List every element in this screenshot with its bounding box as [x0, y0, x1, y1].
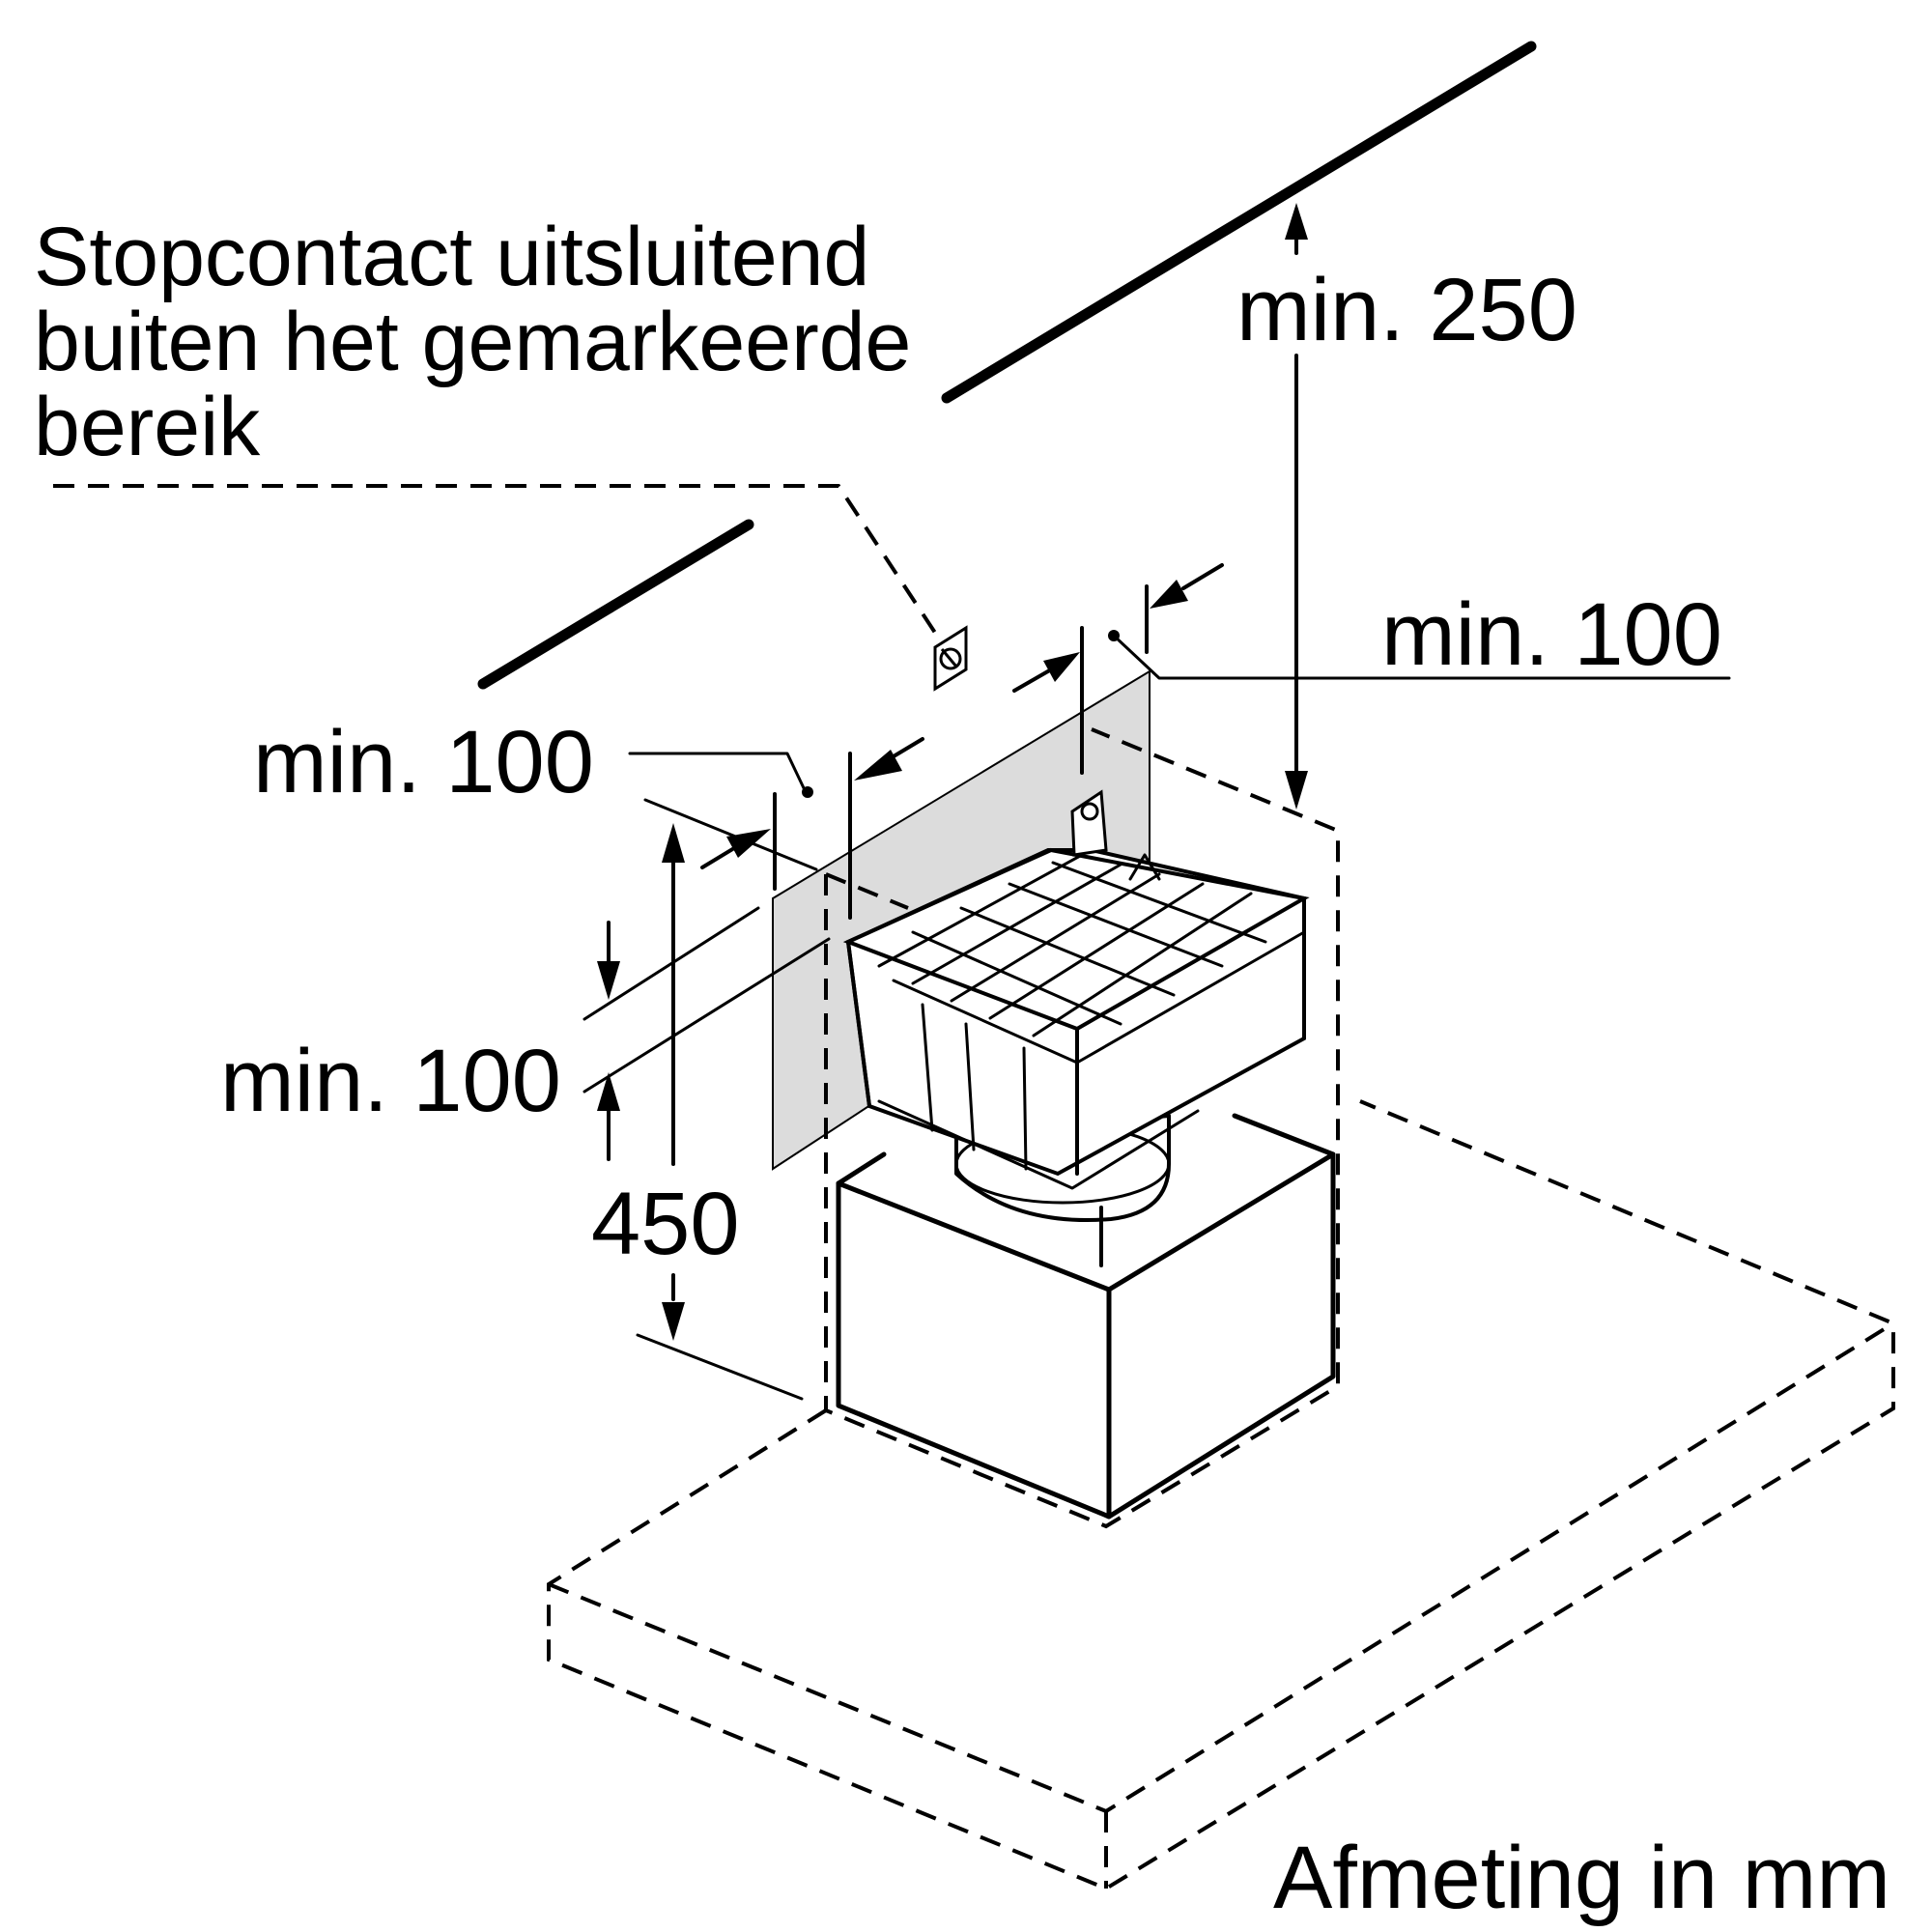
socket-note-line-2: buiten het gemarkeerde: [34, 296, 911, 388]
wall-edge-line: [477, 519, 754, 690]
dim-right-clearance: [1012, 563, 1731, 775]
dim-left-clearance: [628, 737, 924, 920]
dim-lower-clearance-label: min. 100: [220, 1032, 561, 1130]
dim-left-clearance-label: min. 100: [253, 713, 594, 811]
socket-icon: [933, 625, 968, 692]
motor-box: [836, 1113, 1336, 1520]
units-caption: Afmeting in mm: [1273, 1829, 1890, 1927]
socket-note-line-3: bereik: [34, 381, 261, 473]
hood-canopy-outline: [547, 1099, 1895, 1891]
chimney-dashed-outline: [824, 727, 1340, 1529]
dim-right-clearance-label: min. 100: [1381, 585, 1722, 684]
chimney-dashed-top-left: [825, 872, 909, 910]
dim-top-clearance: [1285, 203, 1308, 810]
socket-leader: [53, 484, 937, 635]
socket-note-line-1: Stopcontact uitsluitend: [34, 211, 869, 303]
dim-height-label: 450: [591, 1175, 740, 1273]
ceiling-line: [941, 41, 1537, 404]
dim-height: [636, 823, 804, 1401]
carbon-filter-unit: [842, 789, 1310, 1190]
dim-top-clearance-label: min. 250: [1236, 261, 1577, 359]
